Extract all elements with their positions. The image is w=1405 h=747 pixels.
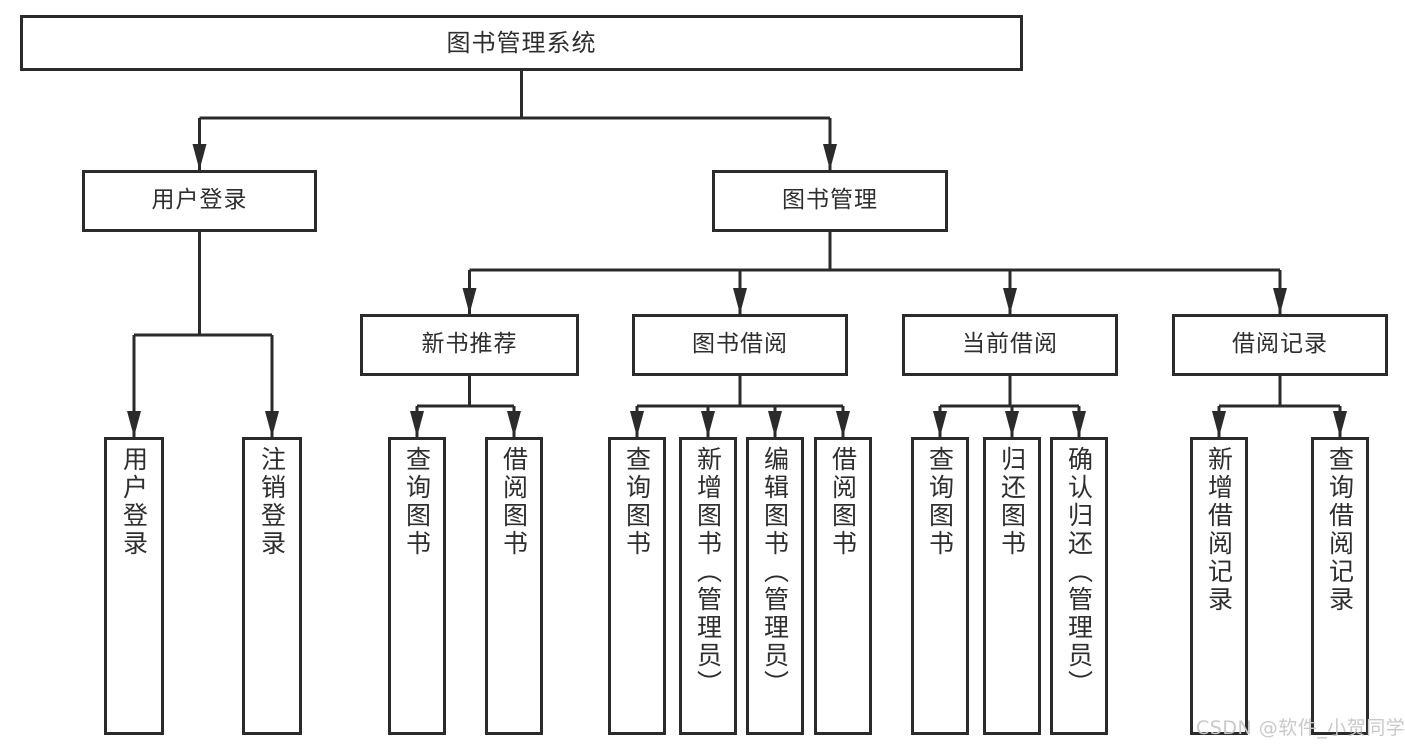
arrowhead-leaf-borrow-book-2-icon — [836, 411, 850, 437]
node-label: 借阅记录 — [1232, 331, 1328, 358]
node-label: 查询图书 — [622, 446, 652, 558]
node-user-login[interactable]: 用户登录 — [82, 170, 317, 232]
node-leaf-borrow-book-2[interactable]: 借阅图书 — [814, 437, 872, 735]
arrowhead-leaf-query-book-2-icon — [630, 411, 644, 437]
node-current-borrow[interactable]: 当前借阅 — [902, 314, 1118, 376]
node-leaf-query-book-2[interactable]: 查询图书 — [608, 437, 666, 735]
node-label: 用户登录 — [151, 187, 248, 214]
arrowhead-user-login-icon — [192, 144, 207, 170]
node-label: 图书管理 — [782, 187, 878, 214]
node-label: 当前借阅 — [962, 331, 1058, 358]
arrowhead-leaf-add-record-icon — [1212, 411, 1226, 437]
node-label: 用户登录 — [119, 446, 149, 558]
arrowhead-leaf-edit-book-icon — [768, 411, 782, 437]
node-label: 新书推荐 — [421, 331, 518, 358]
arrowhead-book-borrow-icon — [733, 288, 747, 314]
node-label: 图书管理系统 — [446, 28, 597, 57]
node-label: 查询借阅记录 — [1325, 446, 1355, 614]
arrowhead-leaf-query-book-1-icon — [410, 411, 424, 437]
node-label: 确认归还（管理员） — [1064, 446, 1094, 698]
node-leaf-query-record[interactable]: 查询借阅记录 — [1311, 437, 1369, 735]
arrowhead-leaf-add-book-icon — [701, 411, 715, 437]
node-book-manage[interactable]: 图书管理 — [712, 170, 948, 232]
node-label: 借阅图书 — [828, 446, 858, 558]
arrowhead-leaf-query-book-3-icon — [933, 411, 947, 437]
node-leaf-user-login[interactable]: 用户登录 — [104, 437, 164, 735]
arrowhead-leaf-return-book-icon — [1005, 411, 1019, 437]
node-leaf-query-book-1[interactable]: 查询图书 — [388, 437, 446, 735]
arrowhead-current-borrow-icon — [1003, 288, 1017, 314]
node-leaf-add-record[interactable]: 新增借阅记录 — [1190, 437, 1248, 735]
node-label: 新增图书（管理员） — [693, 446, 723, 698]
arrowhead-leaf-user-login-icon — [127, 411, 141, 437]
watermark: CSDN @软件_小贺同学 — [1196, 717, 1405, 739]
node-label: 注销登录 — [257, 446, 287, 558]
arrowhead-leaf-borrow-book-1-icon — [507, 411, 521, 437]
node-leaf-add-book[interactable]: 新增图书（管理员） — [679, 437, 737, 735]
node-leaf-user-logout[interactable]: 注销登录 — [242, 437, 302, 735]
node-label: 查询图书 — [402, 446, 432, 558]
node-root[interactable]: 图书管理系统 — [20, 15, 1023, 71]
node-label: 归还图书 — [997, 446, 1027, 558]
arrowhead-book-manage-icon — [823, 144, 837, 170]
node-book-borrow[interactable]: 图书借阅 — [632, 314, 848, 376]
arrowhead-leaf-user-logout-icon — [265, 411, 279, 437]
arrowhead-leaf-query-record-icon — [1333, 411, 1347, 437]
node-leaf-borrow-book-1[interactable]: 借阅图书 — [485, 437, 543, 735]
node-borrow-record[interactable]: 借阅记录 — [1172, 314, 1388, 376]
node-label: 借阅图书 — [499, 446, 529, 558]
node-label: 查询图书 — [925, 446, 955, 558]
node-leaf-query-book-3[interactable]: 查询图书 — [911, 437, 969, 735]
node-label: 图书借阅 — [692, 331, 788, 358]
node-leaf-return-book[interactable]: 归还图书 — [983, 437, 1041, 735]
arrowhead-leaf-confirm-return-icon — [1072, 411, 1086, 437]
arrowhead-borrow-record-icon — [1273, 288, 1287, 314]
node-leaf-confirm-return[interactable]: 确认归还（管理员） — [1050, 437, 1108, 735]
node-label: 编辑图书（管理员） — [760, 446, 790, 698]
node-label: 新增借阅记录 — [1204, 446, 1234, 614]
node-leaf-edit-book[interactable]: 编辑图书（管理员） — [746, 437, 804, 735]
node-new-book-rec[interactable]: 新书推荐 — [360, 314, 579, 376]
arrowhead-new-book-rec-icon — [462, 288, 477, 314]
